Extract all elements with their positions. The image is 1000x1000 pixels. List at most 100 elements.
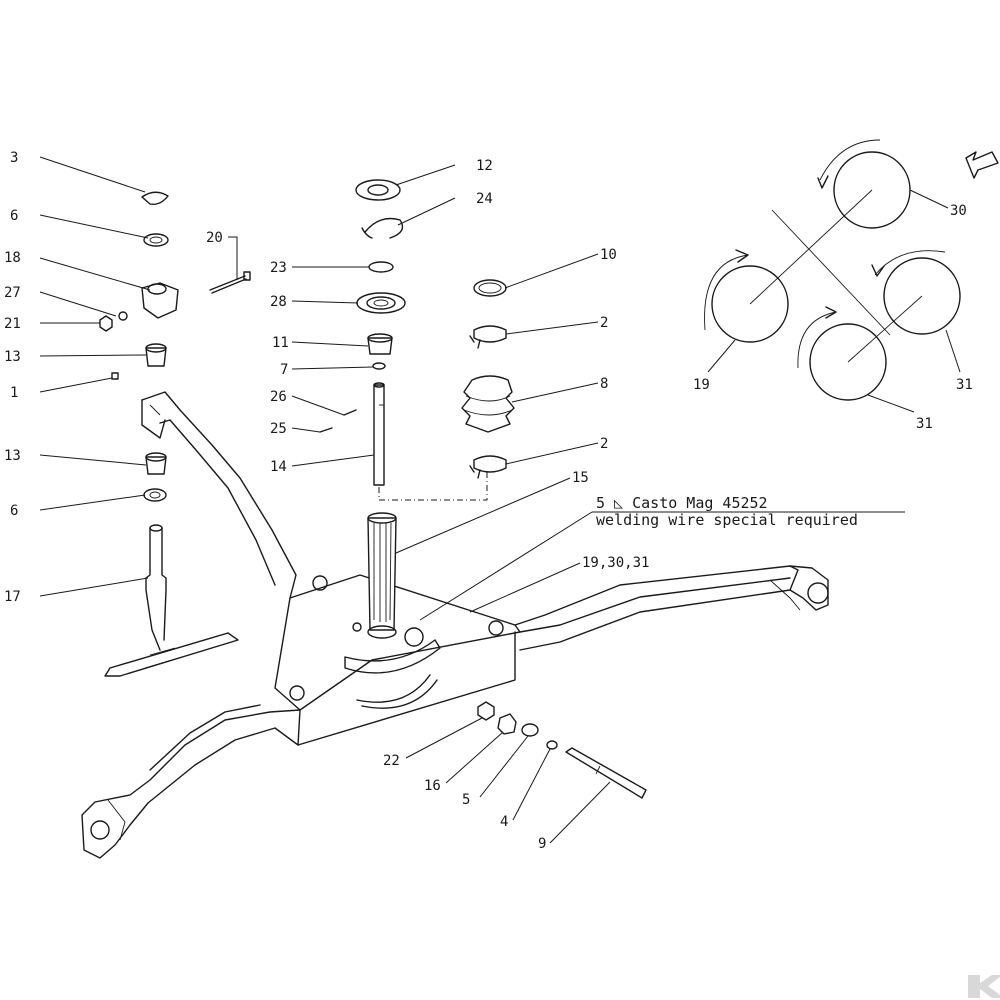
ring-23	[368, 261, 394, 273]
weld-note: 5 ◺ Casto Mag 45252 welding wire special…	[596, 494, 858, 529]
bolt-9	[565, 747, 647, 799]
washer-6	[143, 233, 169, 247]
callout-6: 6	[10, 208, 18, 224]
bellows-8	[461, 375, 515, 433]
rotation-arrowhead	[735, 249, 749, 263]
leader-lines	[39, 156, 905, 844]
callout-16: 16	[424, 778, 441, 794]
callout-27: 27	[4, 285, 21, 301]
ring-4	[546, 740, 558, 750]
right-arm-bore	[807, 582, 829, 604]
callout-13: 13	[4, 349, 21, 365]
clamp-2b	[473, 455, 507, 473]
washer-5	[521, 723, 539, 737]
washer-27	[118, 311, 128, 321]
pin-26	[343, 409, 357, 416]
lower-arm-bracket	[107, 799, 126, 841]
ring-7	[372, 362, 386, 370]
callout-26: 26	[270, 389, 287, 405]
plate-hole	[404, 627, 424, 647]
lower-plate-edge	[297, 631, 516, 746]
callout-24: 24	[476, 191, 493, 207]
arrow-icon	[965, 151, 999, 179]
callout-1: 1	[10, 385, 18, 401]
callout-14: 14	[270, 459, 287, 475]
assembly-link	[378, 470, 488, 501]
callout-25: 25	[270, 421, 287, 437]
bolt-20	[209, 275, 247, 294]
washer-12	[355, 179, 401, 201]
callout-31: 31	[956, 377, 973, 393]
rotation-arrowhead	[871, 264, 885, 277]
rotation-arrowhead	[817, 175, 829, 189]
callout-4: 4	[500, 814, 508, 830]
nut-21	[99, 315, 113, 332]
rotation-arc	[704, 254, 749, 331]
bushing-13b	[145, 456, 167, 475]
lower-right-hardware	[477, 701, 647, 799]
callout-2-lower: 2	[600, 436, 608, 452]
pin-25	[319, 427, 333, 433]
grease-nipple-1	[111, 372, 119, 380]
clamp-2a	[473, 325, 507, 343]
upper-arm-outer	[141, 391, 297, 599]
callout-9: 9	[538, 836, 546, 852]
plate-hole	[289, 685, 305, 701]
upper-arm-detail	[149, 404, 161, 416]
weld-note-line1: 5 ◺ Casto Mag 45252	[596, 494, 768, 512]
callout-23: 23	[270, 260, 287, 276]
rotation-arc	[797, 311, 837, 369]
callout-28: 28	[270, 294, 287, 310]
plate-hole	[312, 575, 328, 591]
right-arm-edge	[519, 577, 791, 633]
axle-shaft	[104, 632, 239, 677]
callout-15: 15	[572, 470, 589, 486]
callout-12: 12	[476, 158, 493, 174]
callout-21: 21	[4, 316, 21, 332]
spacer-16	[497, 713, 517, 735]
weld-note-line2: welding wire special required	[596, 511, 858, 529]
callout-30: 30	[950, 203, 967, 219]
callout-19: 19	[693, 377, 710, 393]
kuhn-logo-icon	[968, 975, 1000, 998]
rotation-arc	[819, 139, 881, 181]
rotor-circle-31a	[883, 257, 961, 335]
callout-2: 2	[600, 315, 608, 331]
plate-hole	[352, 622, 362, 632]
shaft-14	[373, 384, 385, 486]
main-frame	[81, 391, 829, 859]
callout-19-30-31: 19,30,31	[582, 555, 649, 571]
callout-5: 5	[462, 792, 470, 808]
curved-slot-lower	[361, 679, 438, 709]
rotation-arc	[874, 250, 946, 276]
callout-6-lower: 6	[10, 503, 18, 519]
washer-6b	[143, 488, 167, 502]
curved-slot	[344, 639, 441, 674]
rotor-inset: 30 19 31 31	[693, 139, 973, 432]
upper-arm-inner	[159, 419, 276, 586]
callout-8: 8	[600, 376, 608, 392]
left-pivot-group	[104, 191, 239, 677]
nut-22	[477, 701, 495, 721]
rotation-arrowhead	[825, 306, 837, 319]
upper-arm-end	[141, 399, 166, 439]
central-shaft-group	[319, 179, 488, 639]
rotor-circle-31b	[809, 323, 887, 401]
right-arm	[514, 565, 799, 651]
right-arm-bracket	[769, 579, 801, 611]
callout-17: 17	[4, 589, 21, 605]
bearing-28	[356, 292, 406, 314]
callout-3: 3	[10, 150, 18, 166]
snap-ring-24	[364, 217, 404, 239]
curved-slot-lower	[356, 674, 431, 703]
splined-shaft-15	[367, 517, 397, 631]
callout-31-lower: 31	[916, 416, 933, 432]
callout-22: 22	[383, 753, 400, 769]
callout-labels: 3 6 18 27 21 13 1 13 6 17 20 23 28 11 7 …	[4, 150, 649, 852]
callout-20: 20	[206, 230, 223, 246]
callout-18: 18	[4, 250, 21, 266]
rotor-circle-19	[711, 265, 789, 343]
callout-13-lower: 13	[4, 448, 21, 464]
circlip-3	[141, 191, 169, 206]
